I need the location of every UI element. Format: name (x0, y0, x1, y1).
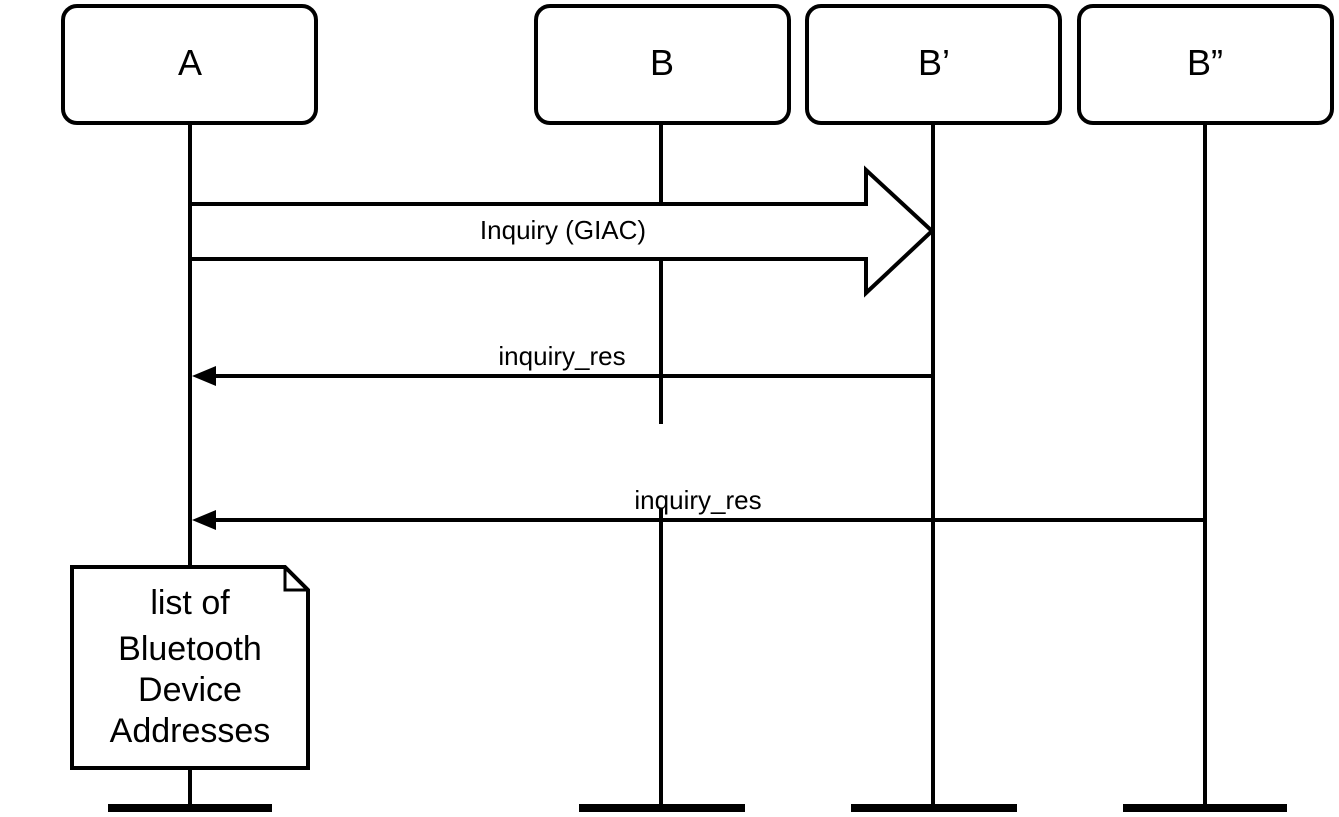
participant-a: A (61, 4, 318, 125)
participant-b: B (534, 4, 791, 125)
inquiry-res-from-b-double-prime: inquiry_res (192, 485, 1205, 530)
participant-b-double-prime-label: B” (1187, 42, 1223, 83)
note-line-2: Bluetooth (118, 630, 262, 668)
participant-b-prime: B’ (805, 4, 1062, 125)
arrowhead-icon (192, 510, 216, 530)
participant-a-label: A (178, 42, 202, 83)
inquiry-res-label-1: inquiry_res (498, 341, 625, 371)
note-bluetooth-addresses: list of Bluetooth Device Addresses (70, 565, 310, 770)
inquiry-res-from-b-prime: inquiry_res (192, 341, 933, 386)
inquiry-res-label-2: inquiry_res (634, 485, 761, 515)
participant-b-double-prime: B” (1077, 4, 1334, 125)
inquiry-message-label: Inquiry (GIAC) (480, 215, 646, 245)
participant-b-prime-label: B’ (918, 42, 950, 83)
note-line-1: list of (150, 584, 230, 622)
note-line-3: Device (138, 671, 242, 709)
participant-b-label: B (650, 42, 674, 83)
note-line-4: Addresses (110, 712, 271, 750)
arrowhead-icon (192, 366, 216, 386)
inquiry-broadcast-arrow: Inquiry (GIAC) (188, 165, 935, 298)
